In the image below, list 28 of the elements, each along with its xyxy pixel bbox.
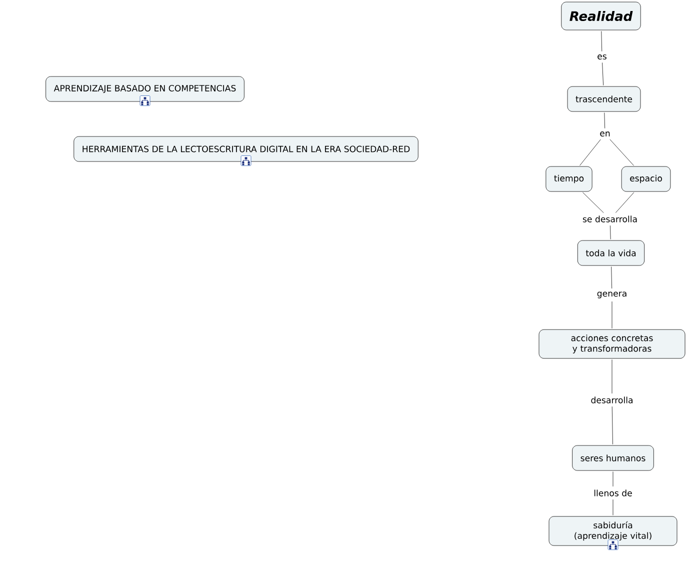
concept-box: espacio — [621, 166, 671, 192]
connector-line — [580, 139, 601, 166]
concept-box: tiempo — [546, 166, 592, 192]
linking-phrase: es — [595, 52, 609, 62]
connector-line — [612, 406, 613, 444]
concept-box: sabiduría (aprendizaje vital) — [548, 516, 678, 546]
concept-box: seres humanos — [572, 445, 654, 471]
connector-line — [611, 266, 612, 289]
connector-line — [604, 112, 606, 129]
concept-box: APRENDIZAJE BASADO EN COMPETENCIAS — [46, 76, 244, 102]
connector-line — [601, 31, 602, 52]
connector-line — [602, 62, 604, 86]
connector-line — [615, 192, 634, 213]
concept-box: trascendente — [567, 86, 641, 112]
connector-line — [612, 472, 614, 487]
concept-box: toda la vida — [577, 240, 645, 266]
connector-line — [612, 499, 614, 516]
linking-phrase: en — [598, 130, 612, 138]
connector-line — [582, 192, 604, 213]
connector-line — [610, 139, 634, 166]
concept-box: Realidad — [561, 2, 641, 30]
linking-phrase: desarrolla — [588, 394, 636, 406]
connector-line — [610, 225, 611, 240]
concept-box: acciones concretas y transformadoras — [538, 329, 686, 359]
concept-box: HERRAMIENTAS DE LA LECTOESCRITURA DIGITAL EN LA ERA SOCIEDAD-RED — [74, 136, 418, 162]
linking-phrase: se desarrolla — [580, 214, 640, 224]
linking-phrase: llenos de — [592, 488, 634, 498]
linking-phrase: genera — [594, 290, 630, 300]
